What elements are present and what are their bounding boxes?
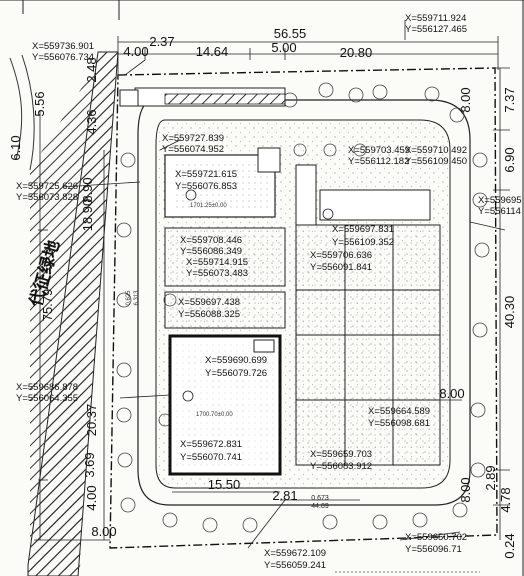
dim-top-total: 56.55 bbox=[274, 26, 307, 41]
dim-small-a: 0.673 bbox=[311, 495, 329, 502]
coord-10-x: X=559708.446 bbox=[180, 235, 242, 246]
right-grid bbox=[295, 224, 441, 466]
coord-3-x: X=559721.615 bbox=[175, 169, 237, 180]
elevation-a: 1701.25±0.00 bbox=[190, 203, 227, 209]
dim-right-i: 0.24 bbox=[502, 533, 517, 558]
coord-17-x: X=559659.703 bbox=[310, 449, 372, 460]
coord-9-x: X=559706.636 bbox=[310, 250, 372, 261]
dim-right-f: 8.00 bbox=[458, 477, 473, 502]
dim-bottom-mid2: 2.81 bbox=[272, 488, 297, 503]
coord-6-y: Y=556112.182 bbox=[348, 156, 409, 167]
coord-11-x: X=559714.915 bbox=[186, 257, 248, 268]
coord-15-x: X=559664.589 bbox=[368, 406, 430, 417]
coord-2-x: X=559727.839 bbox=[162, 133, 224, 144]
dim-left-h: 20.37 bbox=[84, 404, 99, 437]
coord-10-y: Y=556086.349 bbox=[180, 246, 242, 257]
dim-top-b: 4.00 bbox=[123, 44, 148, 59]
dim-left-b: 5.56 bbox=[32, 91, 47, 116]
dim-right-g: 2.89 bbox=[483, 465, 498, 490]
coord-0-y: Y=556127.465 bbox=[405, 24, 467, 35]
coord-17-y: Y=556083.912 bbox=[310, 461, 372, 472]
coord-7-x: X=559695 bbox=[478, 195, 522, 206]
coord-9-y: Y=556091.841 bbox=[310, 262, 372, 273]
coord-19-x: X=559672.109 bbox=[264, 548, 326, 559]
dim-bottom-mid: 15.50 bbox=[208, 477, 241, 492]
dim-left-j: 4.00 bbox=[84, 485, 99, 510]
dim-small-d: 6.313 bbox=[134, 290, 140, 306]
dim-left-e: 8.90 bbox=[80, 177, 95, 202]
coord-4-y: Y=556073.828 bbox=[16, 192, 78, 203]
coord-5-x: X=559710.492 bbox=[405, 145, 467, 156]
coord-14-y: Y=556064.355 bbox=[16, 393, 78, 404]
dim-top-a: 2.37 bbox=[149, 34, 174, 49]
coord-0-x: X=559711.924 bbox=[405, 13, 466, 24]
coord-12-x: X=559697.438 bbox=[178, 297, 240, 308]
coord-13-y: Y=556079.726 bbox=[205, 368, 267, 379]
coord-8-x: X=559697.831 bbox=[332, 224, 394, 235]
dim-small-c: 0.625 bbox=[126, 290, 132, 306]
elevation-b: 1700.70±0.00 bbox=[196, 412, 233, 418]
dim-right-d: 40.30 bbox=[502, 296, 517, 329]
coord-11-y: Y=556073.483 bbox=[186, 268, 248, 279]
dim-left-g: 18.90 bbox=[80, 199, 95, 232]
dim-left-c: 4.36 bbox=[84, 109, 99, 134]
coord-14-x: X=559686.878 bbox=[16, 382, 78, 393]
dim-left-f: 75.79 bbox=[40, 289, 55, 322]
coord-1-y: Y=556076.734 bbox=[32, 52, 94, 63]
dim-top-d: 5.00 bbox=[271, 40, 296, 55]
dim-bottom-left: 8.00 bbox=[91, 524, 116, 539]
dim-right-h: 4.78 bbox=[498, 487, 513, 512]
coord-12-y: Y=556088.325 bbox=[178, 309, 240, 320]
coord-4-x: X=559725.626 bbox=[16, 181, 78, 192]
coord-13-x: X=559690.699 bbox=[205, 355, 267, 366]
dim-top-c: 14.64 bbox=[196, 44, 229, 59]
coord-15-y: Y=556098.681 bbox=[368, 418, 430, 429]
dim-top-e: 20.80 bbox=[340, 45, 373, 60]
coord-18-y: Y=556096.71 bbox=[405, 544, 462, 555]
dim-small-b: 44.89 bbox=[311, 503, 329, 510]
dim-left-d: 6.10 bbox=[8, 135, 23, 160]
coord-19-y: Y=556059.241 bbox=[264, 560, 326, 571]
dim-right-a: 7.37 bbox=[502, 87, 517, 112]
coord-7-y: Y=556114 bbox=[478, 206, 521, 217]
coord-16-y: Y=556070.741 bbox=[180, 452, 242, 463]
coord-labels: X=559711.924 Y=556127.465 X=559736.901 Y… bbox=[16, 13, 522, 571]
dim-left-a: 2.48 bbox=[84, 57, 99, 82]
dim-left-i: 3.69 bbox=[82, 452, 97, 477]
coord-6-x: X=559703.459 bbox=[348, 145, 410, 156]
coord-1-x: X=559736.901 bbox=[32, 41, 94, 52]
coord-16-x: X=559672.831 bbox=[180, 439, 242, 450]
site-boundary bbox=[109, 67, 498, 549]
coord-18-x: X=559650.762 bbox=[405, 532, 467, 543]
dim-right-c: 6.90 bbox=[502, 147, 517, 172]
coord-8-y: Y=556109.352 bbox=[332, 237, 394, 248]
coord-2-y: Y=556074.952 bbox=[162, 144, 224, 155]
coord-3-y: Y=556076.853 bbox=[175, 181, 237, 192]
dim-inner-8: 8.00 bbox=[439, 386, 464, 401]
dim-right-b: 8.00 bbox=[458, 87, 473, 112]
coord-5-y: Y=556109.450 bbox=[405, 156, 467, 167]
